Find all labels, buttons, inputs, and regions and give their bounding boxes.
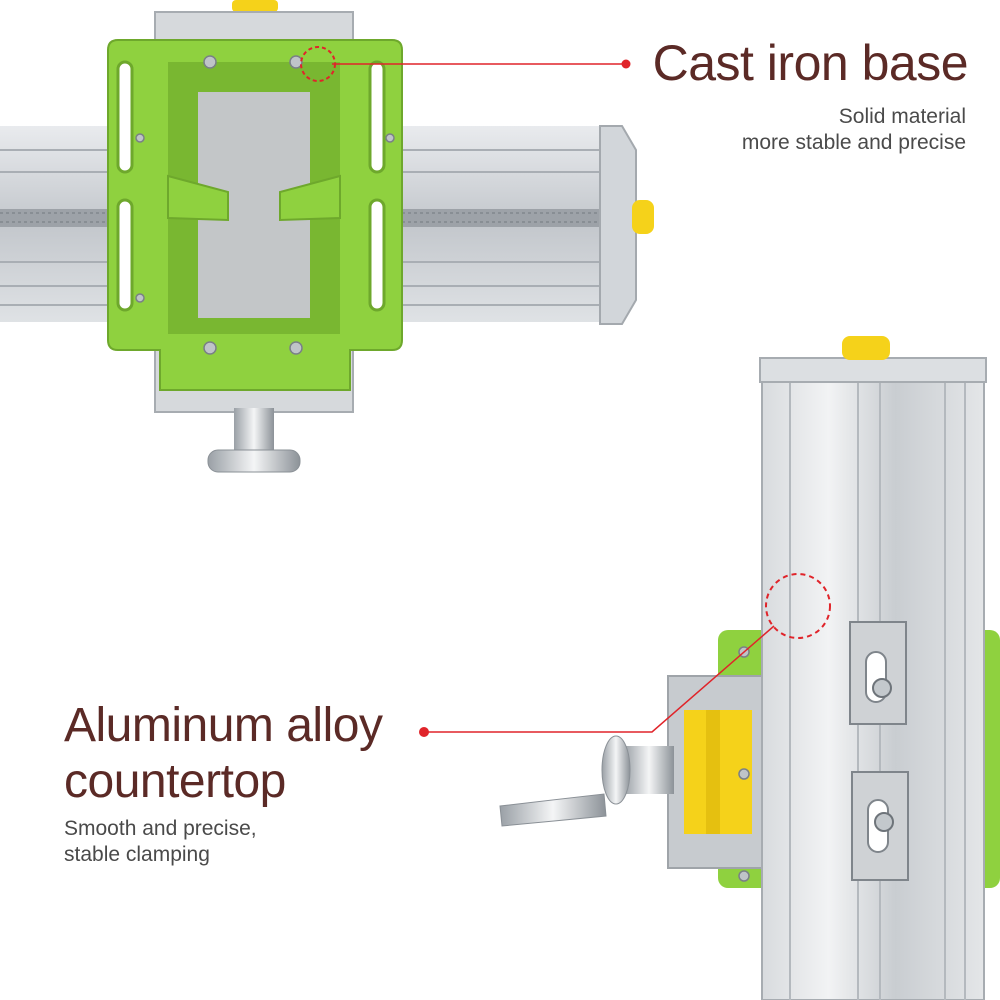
column-yellow-knob: [842, 336, 890, 360]
bottom-callout-subtitle-line: Smooth and precise,: [64, 817, 257, 840]
bottom-callout-title-line: countertop: [64, 755, 286, 808]
top-callout-subtitle-line: more stable and precise: [741, 131, 966, 154]
bottom-callout-subtitle: Smooth and precise, stable clamping: [64, 816, 257, 868]
crank-arm: [499, 793, 607, 827]
bottom-leader-line: [428, 625, 775, 733]
crank-disc: [601, 735, 631, 805]
clamp-upper: [849, 621, 907, 725]
rail-end-block: [599, 125, 637, 325]
top-callout-title: Cast iron base: [652, 35, 969, 91]
bottom-callout-subtitle-line: stable clamping: [64, 843, 210, 866]
bottom-product-image: [499, 336, 1000, 1000]
column-top-cap: [759, 357, 987, 383]
bottom-highlight-circle: [765, 573, 831, 639]
top-callout-subtitle-line: Solid material: [838, 105, 966, 128]
clamp-lower: [851, 771, 909, 881]
top-yellow-knob: [232, 0, 278, 12]
right-yellow-knob: [632, 200, 654, 234]
top-leader-dot: [621, 59, 631, 69]
crank-hub: [624, 746, 674, 794]
bottom-leader-dot: [419, 727, 429, 737]
bottom-callout-title: Aluminum alloy countertop: [64, 698, 383, 810]
top-callout-subtitle: Solid material more stable and precise: [742, 104, 966, 156]
base-knob-stem: [234, 408, 274, 452]
bottom-callout-title-line: Aluminum alloy: [64, 699, 383, 752]
top-product-image: [0, 0, 654, 473]
base-knob: [207, 449, 301, 473]
